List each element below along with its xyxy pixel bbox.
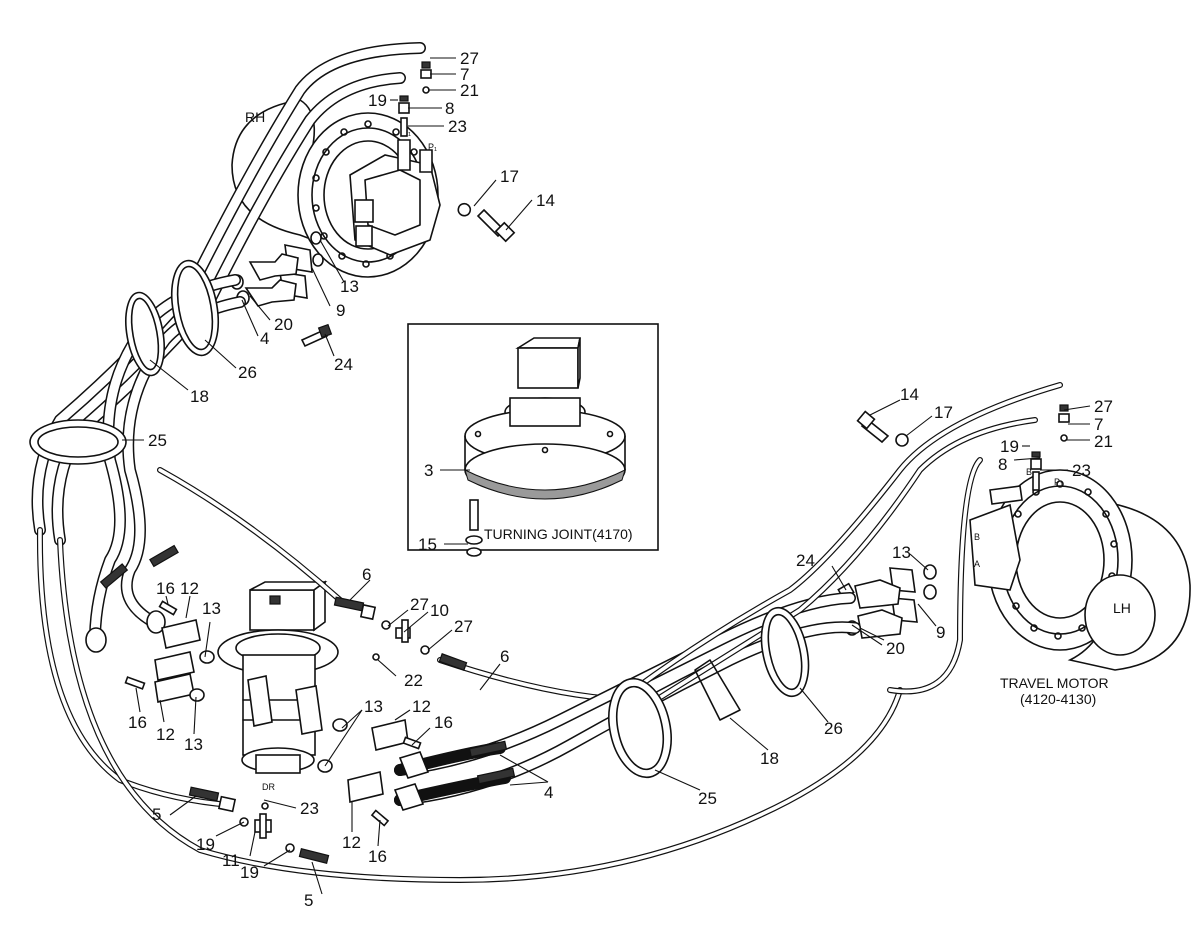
callout-11: 11 (222, 851, 240, 870)
travel-motor-lh: LH B A B₁ P₁ (969, 467, 1191, 671)
callout-8-lh: 8 (998, 455, 1007, 474)
callout-4-lower: 4 (544, 783, 553, 802)
callout-22: 22 (404, 671, 423, 690)
callout-27: 27 (460, 49, 479, 68)
callout-21-lh: 21 (1094, 432, 1113, 451)
port-label-p1-lh: P₁ (1054, 477, 1063, 487)
callout-27-tj-a: 27 (410, 595, 429, 614)
callout-15: 15 (418, 535, 437, 554)
callout-27-lh: 27 (1094, 397, 1113, 416)
callout-23: 23 (448, 117, 467, 136)
callout-13-c: 13 (364, 697, 383, 716)
callout-19-bottom: 19 (240, 863, 259, 882)
callout-9-lh: 9 (936, 623, 945, 642)
callout-9: 9 (336, 301, 345, 320)
callout-24: 24 (334, 355, 353, 374)
callout-5-bottom: 5 (304, 891, 313, 910)
callout-16-d: 16 (368, 847, 387, 866)
callout-13-b: 13 (184, 735, 203, 754)
callout-7: 7 (460, 65, 469, 84)
callout-18: 18 (190, 387, 209, 406)
callout-13-a: 13 (202, 599, 221, 618)
port-label-a-lh: A (974, 559, 980, 569)
turning-joint-caption: TURNING JOINT(4170) (484, 526, 633, 542)
travel-motor-title: TRAVEL MOTOR (1000, 675, 1109, 691)
callout-19-left: 19 (196, 835, 215, 854)
callout-24-lh: 24 (796, 551, 815, 570)
callout-3: 3 (424, 461, 433, 480)
port-label-b1-lh: B₁ (1026, 467, 1035, 477)
drain-port-label: DR (262, 782, 275, 792)
callout-21: 21 (460, 81, 479, 100)
turning-joint-detail-inset: TURNING JOINT(4170) (407, 323, 659, 557)
callout-12-b: 12 (156, 725, 175, 744)
callout-4: 4 (260, 329, 269, 348)
port-label-p1-rh: P₁ (428, 142, 437, 152)
callout-leader-lines (122, 57, 1091, 895)
callout-14-lh: 14 (900, 385, 919, 404)
callout-6-upper: 6 (362, 565, 371, 584)
motor-side-label-rh: RH (245, 109, 265, 125)
callout-8: 8 (445, 99, 454, 118)
callout-26: 26 (238, 363, 257, 382)
travel-motor-caption: TRAVEL MOTOR (4120-4130) (1000, 675, 1109, 707)
callout-27-tj-b: 27 (454, 617, 473, 636)
callout-14: 14 (536, 191, 555, 210)
turning-joint-assembly: DR (217, 580, 339, 792)
callout-20: 20 (274, 315, 293, 334)
travel-motor-code: (4120-4130) (1020, 691, 1096, 707)
callout-5-left: 5 (152, 805, 161, 824)
hose-clamps (29, 259, 810, 779)
callout-19: 19 (368, 91, 387, 110)
callout-20-lh: 20 (886, 639, 905, 658)
callout-13: 13 (340, 277, 359, 296)
callout-17: 17 (500, 167, 519, 186)
callout-25: 25 (148, 431, 167, 450)
callout-6-lower: 6 (500, 647, 509, 666)
callout-13-lh: 13 (892, 543, 911, 562)
callout-10: 10 (430, 601, 449, 620)
port-label-b-lh: B (974, 532, 980, 542)
callout-12-a: 12 (180, 579, 199, 598)
split-flange-halves (124, 600, 430, 853)
callout-16-b: 16 (128, 713, 147, 732)
motor-side-label-lh: LH (1113, 600, 1131, 616)
callout-16-a: 16 (156, 579, 175, 598)
callout-23-lh: 23 (1072, 461, 1091, 480)
lh-motor-fitting-stack (856, 404, 1070, 491)
callout-19-lh: 19 (1000, 437, 1019, 456)
callout-23-tj: 23 (300, 799, 319, 818)
callout-7-lh: 7 (1094, 415, 1103, 434)
callout-18-lower: 18 (760, 749, 779, 768)
callout-16-c: 16 (434, 713, 453, 732)
callout-numbers: 27 7 21 19 8 23 17 14 13 9 4 20 24 26 18… (128, 49, 1113, 910)
callout-25-lower: 25 (698, 789, 717, 808)
callout-26-lower: 26 (824, 719, 843, 738)
callout-12-c: 12 (412, 697, 431, 716)
callout-17-lh: 17 (934, 403, 953, 422)
callout-12-d: 12 (342, 833, 361, 852)
